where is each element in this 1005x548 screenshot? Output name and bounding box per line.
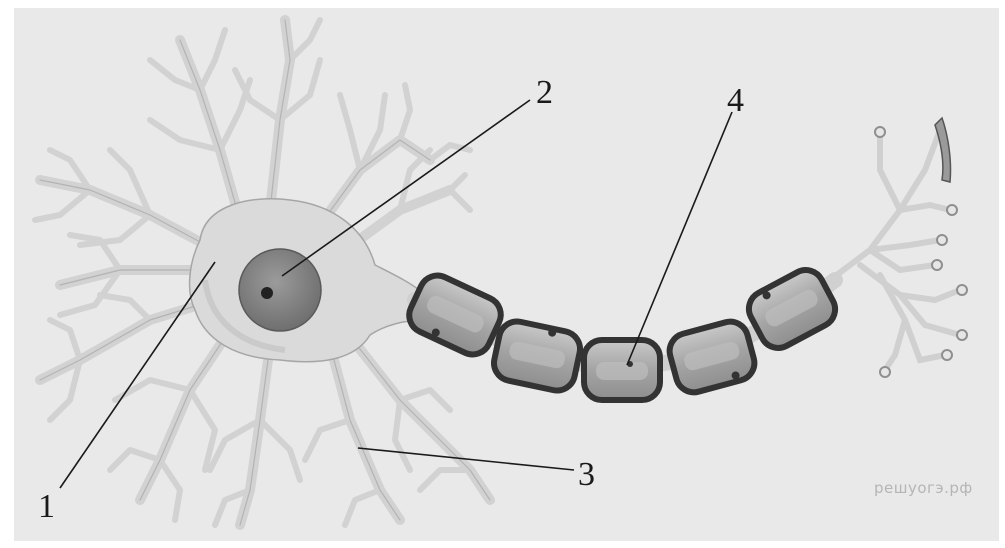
myelin-sheath	[403, 264, 841, 400]
axon-terminals	[830, 130, 960, 370]
axon	[403, 264, 841, 400]
nucleolus	[261, 287, 273, 299]
nucleus	[239, 249, 321, 331]
myelin-segment	[403, 270, 506, 361]
terminal-buttons	[875, 127, 967, 377]
label-3: 3	[578, 458, 595, 492]
watermark: решуогэ.рф	[874, 479, 973, 497]
label-4: 4	[727, 84, 744, 118]
myelin-segment	[666, 318, 759, 397]
myelin-segment	[491, 318, 584, 394]
target-muscle-fiber	[935, 118, 951, 182]
myelin-segment	[584, 340, 660, 400]
label-2: 2	[536, 76, 553, 110]
label-1: 1	[38, 490, 55, 524]
